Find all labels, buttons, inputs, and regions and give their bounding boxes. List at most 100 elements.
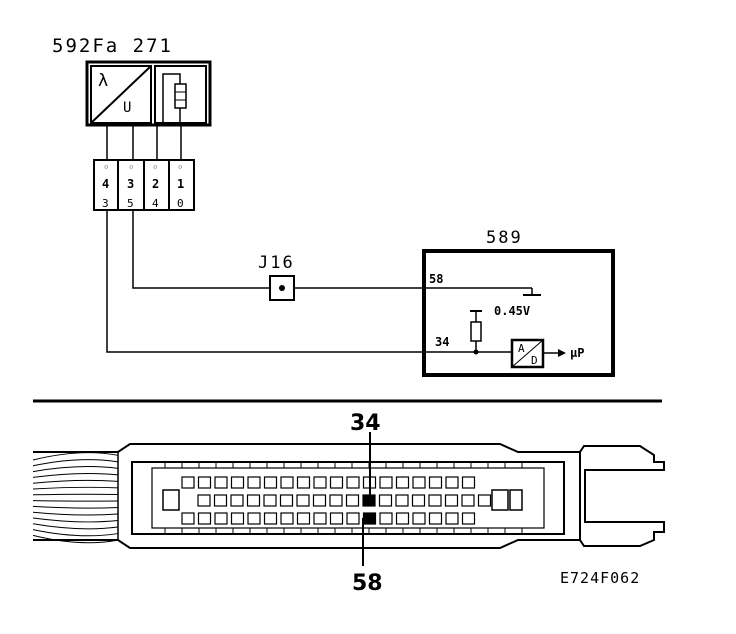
junction-label: J16: [258, 253, 295, 273]
pin-cavity: [181, 476, 195, 489]
pin-cavity: [280, 476, 294, 489]
wire-strand: [32, 479, 119, 484]
coding-cavity: [509, 489, 523, 511]
pin-cavity: [296, 512, 311, 525]
pin-cavity: [428, 512, 443, 525]
pin-cavity: [412, 476, 426, 489]
ecu-connector-drawing: [32, 443, 665, 549]
wire-strand: [32, 493, 119, 496]
wire-strand: [32, 534, 119, 544]
connector-pin-label: 1: [177, 177, 184, 191]
pin-highlighted: [362, 512, 377, 525]
pin-cavity: [379, 476, 393, 489]
connector-pin-label: 2: [152, 177, 159, 191]
sensor-label: 592Fa 271: [52, 35, 173, 57]
pin-cavity: [346, 512, 360, 525]
pin-cavity: [345, 494, 360, 507]
pin-cavity: [428, 494, 442, 507]
lambda-symbol: λ: [98, 71, 108, 91]
pin-cavity: [214, 512, 228, 525]
pin-cavity: [329, 494, 343, 507]
pin-cavity: [461, 476, 476, 489]
wire-strand: [32, 529, 119, 537]
pin-cavity: [395, 494, 409, 507]
pin-cavity: [280, 512, 294, 525]
pin-cavity: [395, 512, 410, 525]
ad-d: D: [531, 354, 538, 367]
wire-strand: [32, 452, 119, 461]
pin-cavity: [445, 512, 459, 525]
pin-cavity: [444, 494, 459, 507]
pin-cavity: [412, 512, 426, 525]
callout-34: 34: [350, 411, 381, 436]
ecu-box: [422, 249, 615, 377]
u-symbol: U: [123, 100, 131, 116]
pin-cavity: [379, 512, 393, 525]
pin-cavity: [461, 494, 475, 507]
pin-cavity: [279, 494, 294, 507]
wire-strand: [32, 472, 119, 478]
wire-strand: [32, 523, 119, 530]
wire-pin-58: [132, 210, 270, 289]
pin-cavity: [213, 494, 228, 507]
pin-cavity: [230, 494, 244, 507]
ecu-pin-58: 58: [429, 272, 443, 286]
wire-strand: [32, 466, 119, 473]
pin-cavity: [346, 476, 360, 489]
arrow-right-icon: [558, 349, 566, 357]
pin-cavity: [197, 512, 212, 525]
pin-cavity: [428, 476, 443, 489]
callout-58: 58: [352, 571, 383, 596]
pin-cavity: [477, 494, 492, 507]
figure-code: E724F062: [560, 569, 640, 587]
pin-cavity: [378, 494, 393, 507]
sensor-connector: ◦ ◦ ◦ ◦ 4 3 2 1 3 5 4 0: [93, 159, 195, 211]
pin-cavity: [445, 476, 459, 489]
microprocessor-label: μP: [570, 346, 584, 360]
pin-cavity: [461, 512, 476, 525]
pin-cavity: [214, 476, 228, 489]
connector-bottom-label: 3: [102, 197, 109, 210]
lambda-sensor: λ U: [85, 60, 212, 127]
ecu-pin-34: 34: [435, 335, 449, 349]
coding-cavity: [491, 489, 509, 511]
connector-mark: ◦: [152, 161, 159, 174]
pin-cavity: [247, 476, 261, 489]
connector-bottom-label: 5: [127, 197, 134, 210]
heater-resistor-icon: [174, 83, 187, 109]
pin-cavity: [263, 512, 278, 525]
pin-cavity: [313, 476, 327, 489]
junction-dot: [279, 285, 285, 291]
pin-cavity: [313, 512, 327, 525]
pin-cavity: [263, 494, 277, 507]
pin-cavity: [395, 476, 410, 489]
connector-mark: ◦: [103, 161, 110, 174]
wire-strand: [32, 486, 119, 490]
wire-strand: [32, 517, 119, 523]
pin-cavity: [296, 494, 310, 507]
wire-strand: [32, 511, 119, 516]
pin-cavity: [329, 476, 344, 489]
wire-strand: [32, 459, 119, 467]
pin-cavity: [197, 494, 211, 507]
pin-cavity: [411, 494, 426, 507]
bias-voltage: 0.45V: [494, 304, 530, 318]
pin-cavity: [247, 512, 261, 525]
coding-cavity: [162, 489, 180, 511]
connector-mark: ◦: [177, 161, 184, 174]
pin-cavity: [246, 494, 261, 507]
pin-cavity: [329, 512, 344, 525]
ad-a: A: [518, 342, 525, 355]
pin-cavity: [230, 476, 245, 489]
connector-pin-label: 3: [127, 177, 134, 191]
pin-cavity: [181, 512, 195, 525]
wire-pin-34: [106, 210, 512, 353]
pin-cavity: [312, 494, 327, 507]
pin-cavity: [263, 476, 278, 489]
ecu-label: 589: [486, 228, 523, 248]
bias-resistor-icon: [470, 321, 482, 342]
pin-cavity: [197, 476, 212, 489]
connector-bottom-label: 4: [152, 197, 159, 210]
wire-strand: [32, 500, 119, 502]
